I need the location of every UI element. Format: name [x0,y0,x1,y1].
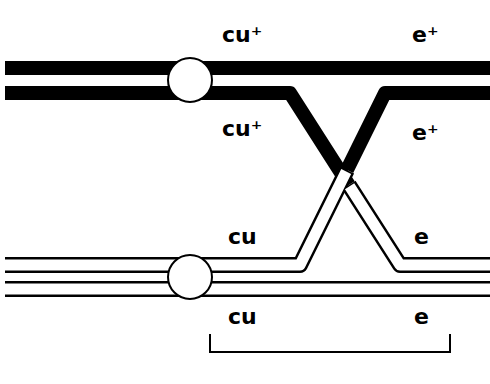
gene-label: cu⁺ [222,24,262,46]
bracket [210,334,450,352]
black-chromatid [5,93,349,185]
gene-label: e [414,226,429,248]
centromere [168,58,212,102]
gene-label: cu⁺ [222,118,262,140]
gene-label: cu [228,306,257,328]
white-chromatid [3,172,346,266]
gene-label: cu [228,226,257,248]
centromere [168,255,212,299]
white-chromatid [3,284,490,295]
white-chromatid-outline [5,170,347,265]
black-chromatid [5,61,490,75]
white-chromatid [350,186,490,265]
gene-label: e [414,306,429,328]
gene-label: e⁺ [412,24,439,46]
gene-label: e⁺ [412,122,439,144]
black-chromatid [347,93,490,170]
